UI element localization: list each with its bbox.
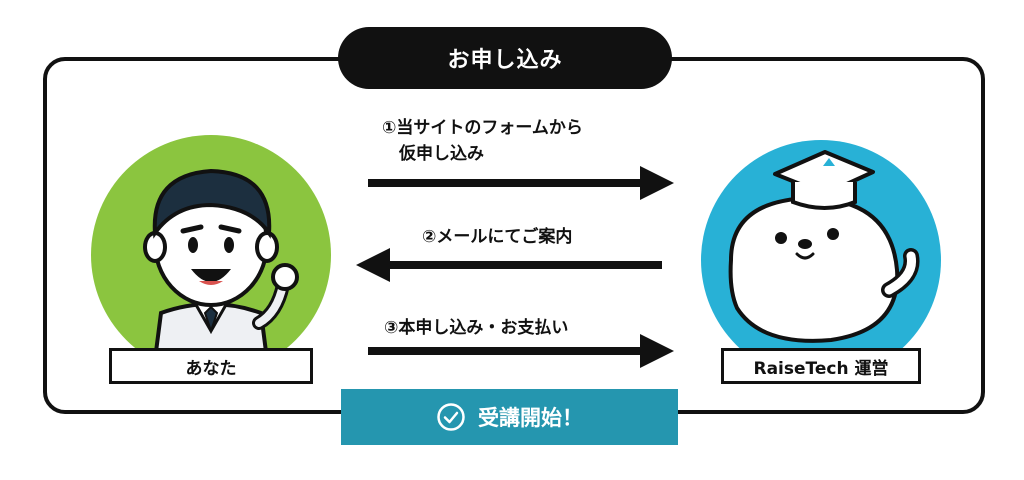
company-label: RaiseTech 運営 xyxy=(753,358,889,379)
step-1-text: ①当サイトのフォームから 仮申し込み xyxy=(382,118,583,164)
step-2-text: ②メールにてご案内 xyxy=(422,227,573,247)
step-3-text: ③本申し込み・お支払い xyxy=(384,318,569,338)
arrow-left-2 xyxy=(356,248,662,282)
you-label: あなた xyxy=(185,358,237,379)
you-label-box: あなた xyxy=(109,348,313,384)
start-course-banner: 受講開始！ xyxy=(341,389,678,445)
cta-label: 受講開始！ xyxy=(478,406,583,430)
raisetech-avatar xyxy=(701,140,941,380)
arrow-right-1 xyxy=(368,166,674,200)
seal-mascot-illustration xyxy=(728,150,920,343)
businessman-illustration xyxy=(143,168,299,375)
title-text: お申し込み xyxy=(447,48,563,73)
you-avatar xyxy=(91,135,331,375)
company-label-box: RaiseTech 運営 xyxy=(721,348,921,384)
check-circle-icon xyxy=(437,403,465,431)
page-title: お申し込み xyxy=(338,27,672,89)
arrow-right-3 xyxy=(368,334,674,368)
